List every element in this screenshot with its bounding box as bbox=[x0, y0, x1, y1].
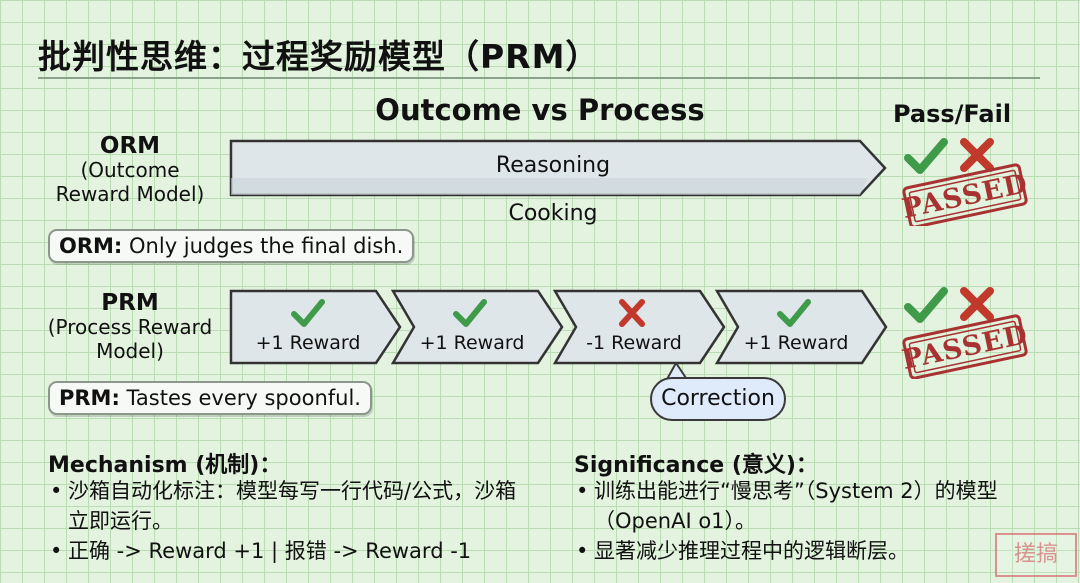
orm-arrow-label: Reasoning bbox=[495, 153, 611, 178]
orm-full-name-line1: (Outcome bbox=[80, 158, 180, 182]
correction-callout: Correction bbox=[650, 377, 786, 421]
orm-cooking-label: Cooking bbox=[508, 201, 598, 226]
prm-step-3-label: -1 Reward bbox=[586, 332, 682, 354]
prm-step-2-label: +1 Reward bbox=[419, 332, 525, 354]
significance-title: Significance (意义)： bbox=[574, 453, 818, 478]
orm-label: ORM (Outcome Reward Model) bbox=[40, 134, 220, 206]
check-icon bbox=[777, 299, 811, 327]
check-icon bbox=[291, 299, 325, 327]
mechanism-list: 沙箱自动化标注：模型每写一行代码/公式，沙箱立即运行。 正确 -> Reward… bbox=[48, 476, 528, 566]
cross-icon bbox=[960, 138, 994, 172]
list-item: 沙箱自动化标注：模型每写一行代码/公式，沙箱立即运行。 bbox=[48, 476, 528, 536]
prm-step-1-label: +1 Reward bbox=[255, 332, 361, 354]
orm-name: ORM bbox=[99, 133, 161, 159]
prm-name: PRM bbox=[101, 290, 159, 316]
prm-note-bold: PRM: bbox=[59, 386, 120, 410]
prm-step-2-shape bbox=[390, 289, 564, 365]
prm-steps: +1 Reward +1 Reward -1 Reward +1 Reward bbox=[228, 288, 893, 368]
diagram-subtitle: Outcome vs Process bbox=[375, 93, 705, 127]
check-icon bbox=[904, 287, 948, 323]
prm-pass-fail-stamp: PASSED bbox=[900, 287, 1030, 379]
prm-step-3-shape bbox=[552, 289, 726, 365]
prm-step-4-label: +1 Reward bbox=[743, 332, 849, 354]
list-item: 显著减少推理过程中的逻辑断层。 bbox=[574, 536, 1024, 566]
orm-note: ORM: Only judges the final dish. bbox=[48, 229, 415, 263]
pass-fail-label: Pass/Fail bbox=[892, 100, 1012, 128]
orm-reasoning-arrow bbox=[229, 139, 887, 197]
prm-note-text: Tastes every spoonful. bbox=[126, 386, 361, 410]
check-icon bbox=[453, 299, 487, 327]
mechanism-title: Mechanism (机制)： bbox=[48, 453, 282, 478]
prm-full-name-line1: (Process Reward bbox=[47, 315, 213, 339]
list-item: 正确 -> Reward +1 | 报错 -> Reward -1 bbox=[48, 536, 528, 566]
orm-full-name-line2: Reward Model) bbox=[55, 182, 205, 206]
cross-icon bbox=[619, 299, 645, 327]
title-divider bbox=[38, 77, 1040, 79]
page-title: 批判性思维：过程奖励模型（PRM） bbox=[38, 37, 600, 76]
check-icon bbox=[904, 138, 948, 174]
cross-icon bbox=[960, 287, 994, 321]
prm-note: PRM: Tastes every spoonful. bbox=[48, 381, 372, 415]
watermark-seal: 搓搞 bbox=[995, 533, 1077, 577]
orm-pass-fail-stamp: PASSED bbox=[900, 138, 1030, 226]
prm-full-name-line2: Model) bbox=[96, 339, 164, 363]
significance-list: 训练出能进行“慢思考”（System 2）的模型（OpenAI o1）。 显著减… bbox=[574, 476, 1024, 566]
prm-step-1-shape bbox=[229, 289, 402, 365]
orm-note-bold: ORM: bbox=[59, 234, 123, 258]
prm-step-4-shape bbox=[714, 289, 888, 365]
orm-note-text: Only judges the final dish. bbox=[129, 234, 404, 258]
list-item: 训练出能进行“慢思考”（System 2）的模型（OpenAI o1）。 bbox=[574, 476, 1024, 536]
prm-label: PRM (Process Reward Model) bbox=[38, 291, 222, 363]
